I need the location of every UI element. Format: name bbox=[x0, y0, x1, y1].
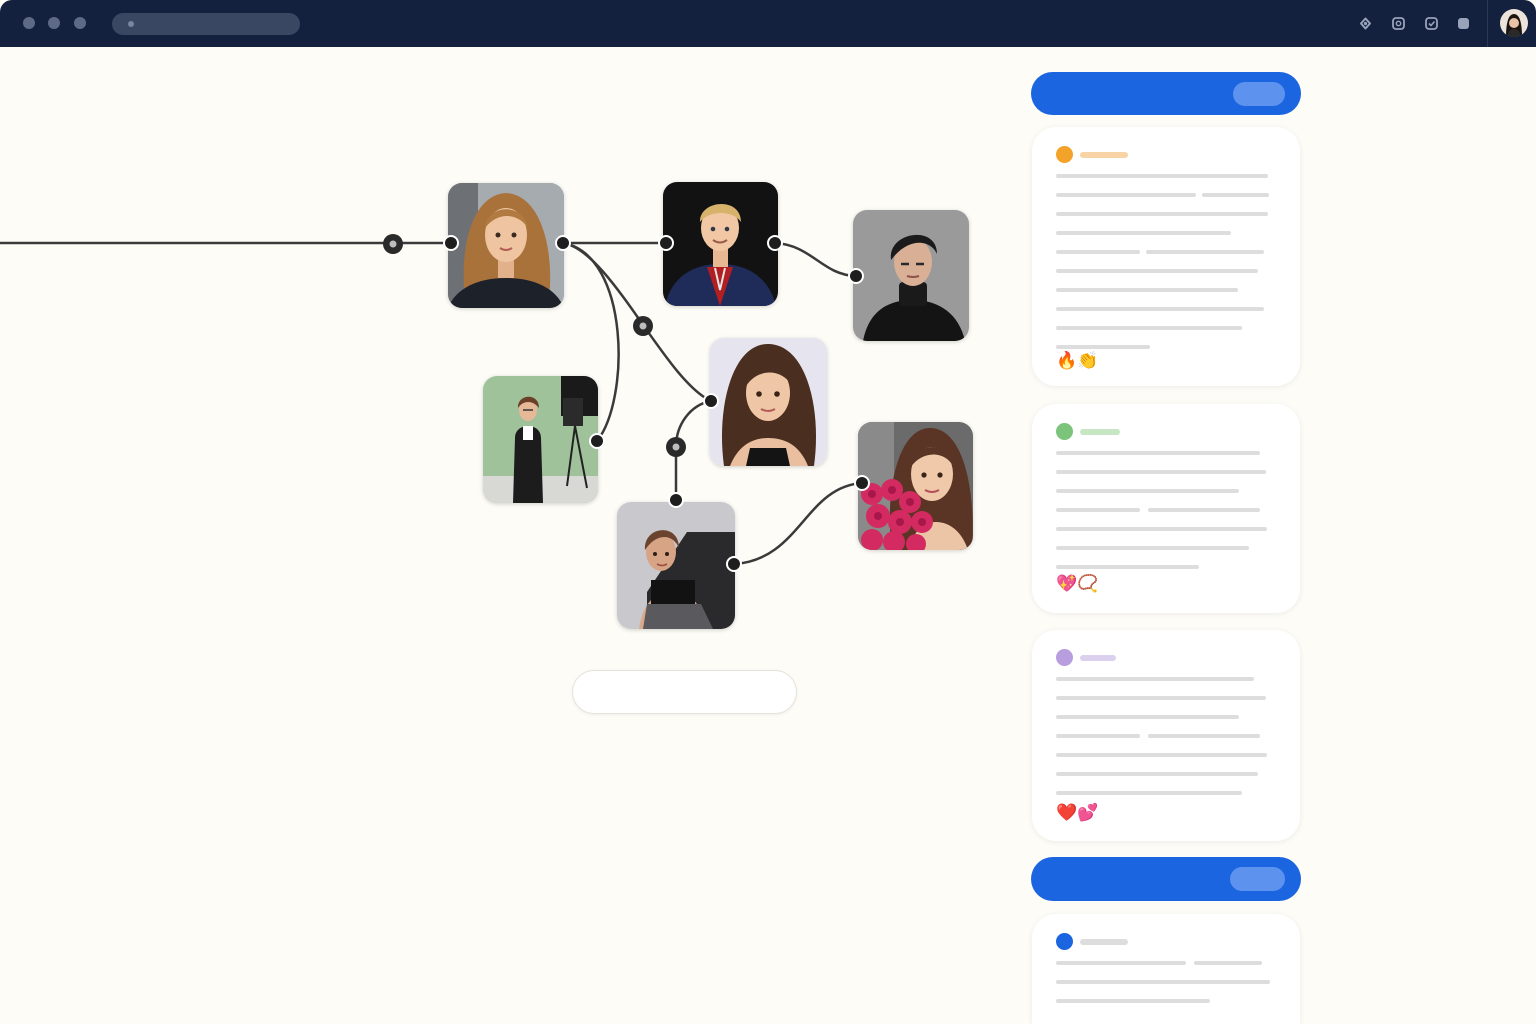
card-title-placeholder bbox=[1080, 429, 1120, 435]
text-placeholder-line bbox=[1148, 508, 1260, 512]
sidebar-header-button[interactable] bbox=[1233, 82, 1285, 106]
card-reactions[interactable]: ❤️💕 bbox=[1056, 803, 1099, 823]
text-placeholder-line bbox=[1056, 451, 1260, 455]
card-status-dot bbox=[1056, 146, 1073, 163]
portrait-node-woman-long-hair[interactable] bbox=[448, 183, 564, 308]
portrait-man-black-turtleneck-icon bbox=[853, 210, 969, 341]
text-placeholder-line bbox=[1148, 734, 1260, 738]
text-placeholder-line bbox=[1056, 489, 1239, 493]
portrait-man-navy-blazer-icon bbox=[663, 182, 778, 306]
text-placeholder-line bbox=[1056, 565, 1199, 569]
pin-icon[interactable] bbox=[1358, 16, 1373, 31]
portrait-node-woman-suit-camera[interactable] bbox=[483, 376, 598, 503]
address-bar-dot-icon bbox=[128, 21, 134, 27]
toolbar-divider bbox=[1487, 0, 1488, 47]
window-minimize-button[interactable] bbox=[48, 17, 60, 29]
sidebar-footer-bar[interactable] bbox=[1031, 857, 1301, 901]
portrait-woman-roses-icon bbox=[858, 422, 973, 550]
text-placeholder-line bbox=[1056, 791, 1242, 795]
portrait-woman-brown-hair-icon bbox=[710, 338, 827, 466]
text-placeholder-line bbox=[1056, 527, 1267, 531]
text-placeholder-line bbox=[1056, 307, 1264, 311]
text-placeholder-line bbox=[1202, 193, 1269, 197]
text-placeholder-line bbox=[1056, 470, 1266, 474]
card-title-placeholder bbox=[1080, 152, 1128, 158]
card-status-dot bbox=[1056, 933, 1073, 950]
window-titlebar bbox=[0, 0, 1536, 47]
text-placeholder-line bbox=[1056, 734, 1140, 738]
portrait-woman-sitting-chair-icon bbox=[617, 502, 735, 629]
window-maximize-button[interactable] bbox=[74, 17, 86, 29]
address-bar[interactable] bbox=[112, 13, 300, 35]
portrait-woman-suit-camera-icon bbox=[483, 376, 598, 503]
text-placeholder-line bbox=[1194, 961, 1262, 965]
text-placeholder-line bbox=[1056, 508, 1140, 512]
square-icon[interactable] bbox=[1456, 16, 1471, 31]
text-placeholder-line bbox=[1056, 326, 1242, 330]
card-title-placeholder bbox=[1080, 655, 1116, 661]
canvas-input-pill[interactable] bbox=[572, 670, 797, 714]
text-placeholder-line bbox=[1146, 250, 1264, 254]
square-clock-icon[interactable] bbox=[1391, 16, 1406, 31]
portrait-node-woman-chair[interactable] bbox=[617, 502, 735, 629]
text-placeholder-line bbox=[1056, 546, 1249, 550]
card-reactions[interactable]: 🔥👏 bbox=[1056, 351, 1099, 371]
portrait-node-man-turtleneck[interactable] bbox=[853, 210, 969, 341]
text-placeholder-line bbox=[1056, 345, 1150, 349]
feed-card[interactable]: ❤️💕 bbox=[1032, 630, 1300, 841]
node-canvas[interactable] bbox=[0, 47, 1010, 1024]
text-placeholder-line bbox=[1056, 753, 1267, 757]
portrait-node-woman-roses[interactable] bbox=[858, 422, 973, 550]
user-avatar[interactable] bbox=[1500, 9, 1528, 37]
text-placeholder-line bbox=[1056, 250, 1140, 254]
check-square-icon[interactable] bbox=[1424, 16, 1439, 31]
text-placeholder-line bbox=[1056, 212, 1268, 216]
text-placeholder-line bbox=[1056, 193, 1196, 197]
text-placeholder-line bbox=[1056, 772, 1258, 776]
text-placeholder-line bbox=[1056, 961, 1186, 965]
text-placeholder-line bbox=[1056, 231, 1231, 235]
text-placeholder-line bbox=[1056, 696, 1266, 700]
feed-card[interactable]: 💖📿 bbox=[1032, 404, 1300, 613]
text-placeholder-line bbox=[1056, 288, 1238, 292]
window-close-button[interactable] bbox=[23, 17, 35, 29]
card-status-dot bbox=[1056, 649, 1073, 666]
portrait-node-woman-brown-hair[interactable] bbox=[710, 338, 827, 466]
sidebar-header-bar[interactable] bbox=[1031, 72, 1301, 115]
text-placeholder-line bbox=[1056, 269, 1258, 273]
feed-card[interactable]: 🔥👏 bbox=[1032, 127, 1300, 386]
text-placeholder-line bbox=[1056, 980, 1270, 984]
text-placeholder-line bbox=[1056, 174, 1268, 178]
card-reactions[interactable]: 💖📿 bbox=[1056, 574, 1099, 594]
sidebar-footer-button[interactable] bbox=[1230, 867, 1285, 891]
portrait-node-man-blazer[interactable] bbox=[663, 182, 778, 306]
text-placeholder-line bbox=[1056, 715, 1239, 719]
portrait-woman-long-blonde-hair-icon bbox=[448, 183, 564, 308]
feed-card[interactable] bbox=[1032, 914, 1300, 1024]
text-placeholder-line bbox=[1056, 999, 1210, 1003]
card-title-placeholder bbox=[1080, 939, 1128, 945]
card-status-dot bbox=[1056, 423, 1073, 440]
text-placeholder-line bbox=[1056, 677, 1254, 681]
